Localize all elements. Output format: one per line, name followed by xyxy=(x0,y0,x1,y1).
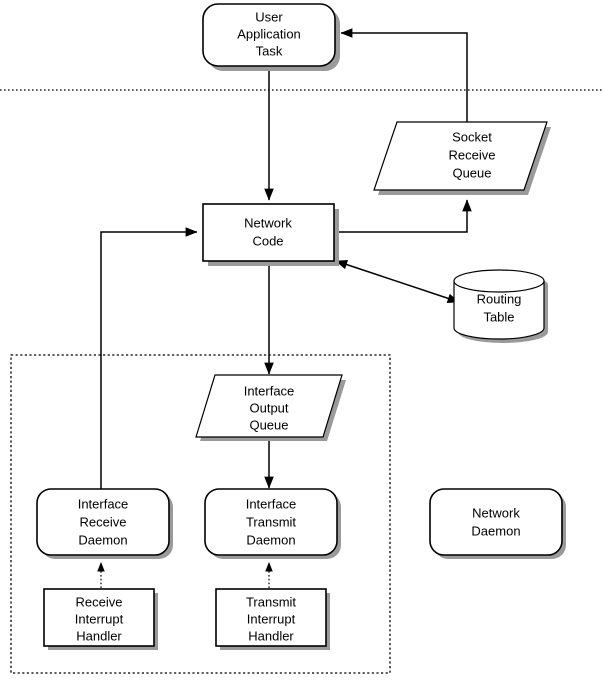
node-label-line: Handler xyxy=(248,628,294,643)
node-label-line: Interrupt xyxy=(75,611,124,626)
node-label-line: Code xyxy=(252,233,283,248)
node-label-line: Transmit xyxy=(246,594,296,609)
daemon-group-boundary xyxy=(10,354,391,674)
edge-network-code-to-socket-queue xyxy=(334,199,472,233)
node-interface-transmit-daemon[interactable]: Interface Transmit Daemon xyxy=(204,488,341,559)
node-label-line: Interface xyxy=(246,496,297,511)
node-label-line: Queue xyxy=(452,165,491,180)
node-label-line: Receive xyxy=(76,594,123,609)
edge-network-code-routing-table xyxy=(335,259,460,303)
node-interface-receive-daemon[interactable]: Interface Receive Daemon xyxy=(36,488,173,559)
node-network-daemon[interactable]: Network Daemon xyxy=(429,488,566,559)
node-receive-interrupt-handler[interactable]: Receive Interrupt Handler xyxy=(43,588,158,650)
node-routing-table[interactable]: Routing Table xyxy=(453,269,548,343)
node-label-line: Interrupt xyxy=(247,611,296,626)
node-interface-output-queue[interactable]: Interface Output Queue xyxy=(195,374,346,441)
node-label-line: Task xyxy=(256,43,283,58)
node-network-code[interactable]: Network Code xyxy=(202,203,339,266)
node-label-line: Network xyxy=(472,505,520,520)
node-label-line: Application xyxy=(237,26,301,41)
node-label-line: Daemon xyxy=(246,532,295,547)
edge-receive-daemon-to-network-code xyxy=(100,227,198,494)
node-label-line: Daemon xyxy=(78,532,127,547)
node-transmit-interrupt-handler[interactable]: Transmit Interrupt Handler xyxy=(215,588,330,650)
node-label-line: User xyxy=(255,9,283,24)
node-label-line: Transmit xyxy=(246,514,296,529)
node-label-line: Interface xyxy=(78,496,129,511)
node-label-line: Table xyxy=(483,309,514,324)
node-label-line: Queue xyxy=(249,417,288,432)
node-label-line: Receive xyxy=(449,147,496,162)
node-label-line: Network xyxy=(244,215,292,230)
node-socket-receive-queue[interactable]: Socket Receive Queue xyxy=(373,121,551,195)
node-label-line: Output xyxy=(249,400,288,415)
node-label-line: Daemon xyxy=(471,523,520,538)
node-label-line: Handler xyxy=(76,628,122,643)
edge-socket-queue-to-user-app xyxy=(340,28,468,122)
node-label-line: Routing xyxy=(477,291,522,306)
node-label-line: Receive xyxy=(80,514,127,529)
node-label-line: Interface xyxy=(244,383,295,398)
node-user-application-task[interactable]: User Application Task xyxy=(202,3,340,71)
node-label-line: Socket xyxy=(452,129,492,144)
